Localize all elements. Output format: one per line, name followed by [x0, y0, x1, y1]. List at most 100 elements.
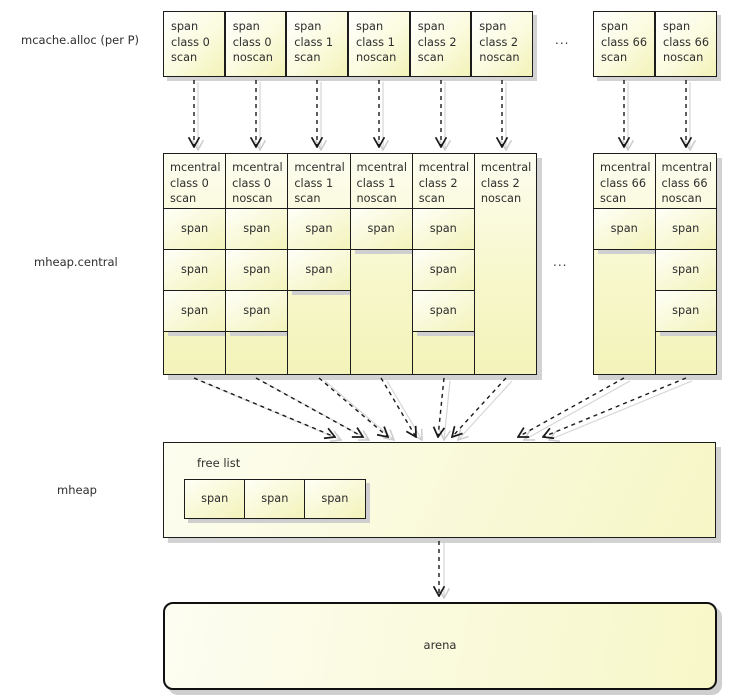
- box-line: class 2: [479, 35, 519, 49]
- arrow-mcentral-2: [318, 377, 388, 437]
- box-line: span: [417, 20, 445, 33]
- mcentral-col-header: mcentral class 1 noscan: [350, 154, 412, 209]
- col-header-line: mcentral: [661, 161, 712, 174]
- mheap-box: free list span span span: [163, 442, 716, 538]
- box-line: span: [601, 20, 629, 33]
- mcentral-col-header: mcentral class 0 noscan: [226, 154, 288, 209]
- span-cell: span: [184, 479, 246, 519]
- mcentral-col-header: mcentral class 1 scan: [288, 154, 350, 209]
- box-line: class 0: [232, 35, 272, 49]
- box-line: noscan: [356, 51, 397, 64]
- span-cell: span: [655, 250, 716, 291]
- arrow-shadows-mid: [199, 380, 693, 440]
- mcentral-col-class1-scan: mcentral class 1 scan span span: [288, 154, 351, 374]
- box-line: class 1: [356, 35, 395, 49]
- mcentral-col-class2-scan: mcentral class 2 scan span span span: [412, 154, 475, 374]
- box-line: scan: [601, 51, 628, 64]
- mcentral-col-class0-scan: mcentral class 0 scan span span span: [164, 154, 227, 374]
- mcache-ellipsis: ...: [555, 33, 570, 47]
- span-cell: span: [226, 291, 288, 332]
- span-cell: span: [412, 291, 474, 332]
- box-line: class 1: [294, 35, 334, 49]
- arrow-mcentral-6: [518, 377, 625, 437]
- col-header-line: noscan: [232, 192, 273, 205]
- arrow-mcentral-1: [255, 377, 363, 437]
- col-header-line: mcentral: [480, 161, 532, 174]
- col-header-line: scan: [294, 192, 321, 205]
- box-line: class 2: [417, 35, 457, 49]
- arrows-mcache-to-mcentral: [194, 80, 686, 147]
- mcentral-col-header: mcentral class 66 scan: [594, 154, 655, 209]
- col-header-line: noscan: [356, 192, 397, 205]
- arena-label: arena: [423, 638, 457, 653]
- arrow-mcentral-0: [193, 377, 335, 437]
- span-cell: span: [655, 209, 716, 250]
- arrows-mcentral-to-mheap: [193, 377, 687, 437]
- col-header-line: mcentral: [418, 161, 470, 174]
- box-line: span: [663, 20, 691, 33]
- mcentral-col-class66-scan: mcentral class 66 scan span: [594, 154, 656, 374]
- box-line: span: [171, 20, 199, 33]
- arrow-mcentral-3: [380, 377, 416, 437]
- span-cell: span: [412, 209, 474, 250]
- col-header-line: class 1: [294, 176, 334, 190]
- box-line: span: [294, 20, 322, 33]
- box-line: scan: [417, 51, 444, 64]
- span-cell: span: [164, 209, 226, 250]
- span-cell: span: [288, 209, 350, 250]
- box-line: class 66: [601, 35, 648, 49]
- mcache-box-class0-scan: span class 0 scan: [163, 11, 225, 77]
- mheap-central-label: mheap.central: [34, 255, 118, 269]
- col-header-line: noscan: [480, 192, 522, 205]
- col-header-line: noscan: [661, 192, 702, 205]
- mcache-box-class0-noscan: span class 0 noscan: [224, 11, 287, 77]
- box-line: noscan: [479, 51, 520, 64]
- mcache-box-class1-noscan: span class 1 noscan: [348, 11, 410, 77]
- arena-box: arena: [163, 602, 717, 690]
- span-cell: span: [350, 209, 412, 250]
- col-header-line: scan: [600, 192, 627, 205]
- span-cell: span: [226, 250, 288, 291]
- mcentral-ellipsis: ...: [553, 255, 568, 269]
- span-cell: span: [304, 479, 366, 519]
- col-header-line: class 0: [232, 176, 271, 190]
- box-line: class 0: [171, 35, 210, 49]
- span-cell: span: [655, 291, 716, 332]
- box-line: span: [232, 20, 260, 33]
- mcache-box-class66-scan: span class 66 scan: [593, 11, 655, 77]
- col-header-line: mcentral: [170, 161, 221, 174]
- col-header-line: class 2: [418, 176, 458, 190]
- mcache-box-class1-scan: span class 1 scan: [286, 11, 348, 77]
- mcentral-col-class1-noscan: mcentral class 1 noscan span: [350, 154, 413, 374]
- arrow-mcentral-7: [543, 377, 687, 437]
- free-list-row: span span span: [184, 479, 366, 519]
- mcache-box-class66-noscan: span class 66 noscan: [655, 11, 717, 77]
- mcache-box-class2-scan: span class 2 scan: [409, 11, 472, 77]
- span-cell: span: [594, 209, 655, 250]
- col-header-line: class 0: [170, 176, 209, 190]
- mcentral-col-class0-noscan: mcentral class 0 noscan span span span: [226, 154, 289, 374]
- col-header-line: mcentral: [232, 161, 283, 174]
- span-cell: span: [244, 479, 306, 519]
- mcentral-block-left: mcentral class 0 scan span span span mce…: [163, 153, 537, 375]
- span-cell: span: [288, 250, 350, 291]
- mcentral-col-header: mcentral class 2 scan: [412, 154, 474, 209]
- mcache-box-class2-noscan: span class 2 noscan: [471, 11, 533, 77]
- span-cell: span: [226, 209, 288, 250]
- col-header-line: class 66: [600, 176, 647, 190]
- mcache-alloc-label: mcache.alloc (per P): [21, 33, 140, 47]
- box-line: span: [356, 20, 384, 33]
- col-header-line: mcentral: [356, 161, 407, 174]
- mcentral-col-header: mcentral class 66 noscan: [655, 154, 716, 209]
- mcentral-col-header: mcentral class 0 scan: [164, 154, 226, 209]
- box-line: scan: [294, 51, 321, 64]
- mcentral-col-class2-noscan: mcentral class 2 noscan: [474, 154, 537, 374]
- span-cell: span: [164, 291, 226, 332]
- arrow-mcentral-5: [452, 377, 507, 437]
- col-header-line: class 1: [356, 176, 396, 190]
- span-cell: span: [412, 250, 474, 291]
- col-header-line: scan: [418, 192, 445, 205]
- box-line: noscan: [663, 51, 704, 64]
- col-header-line: class 66: [661, 176, 708, 190]
